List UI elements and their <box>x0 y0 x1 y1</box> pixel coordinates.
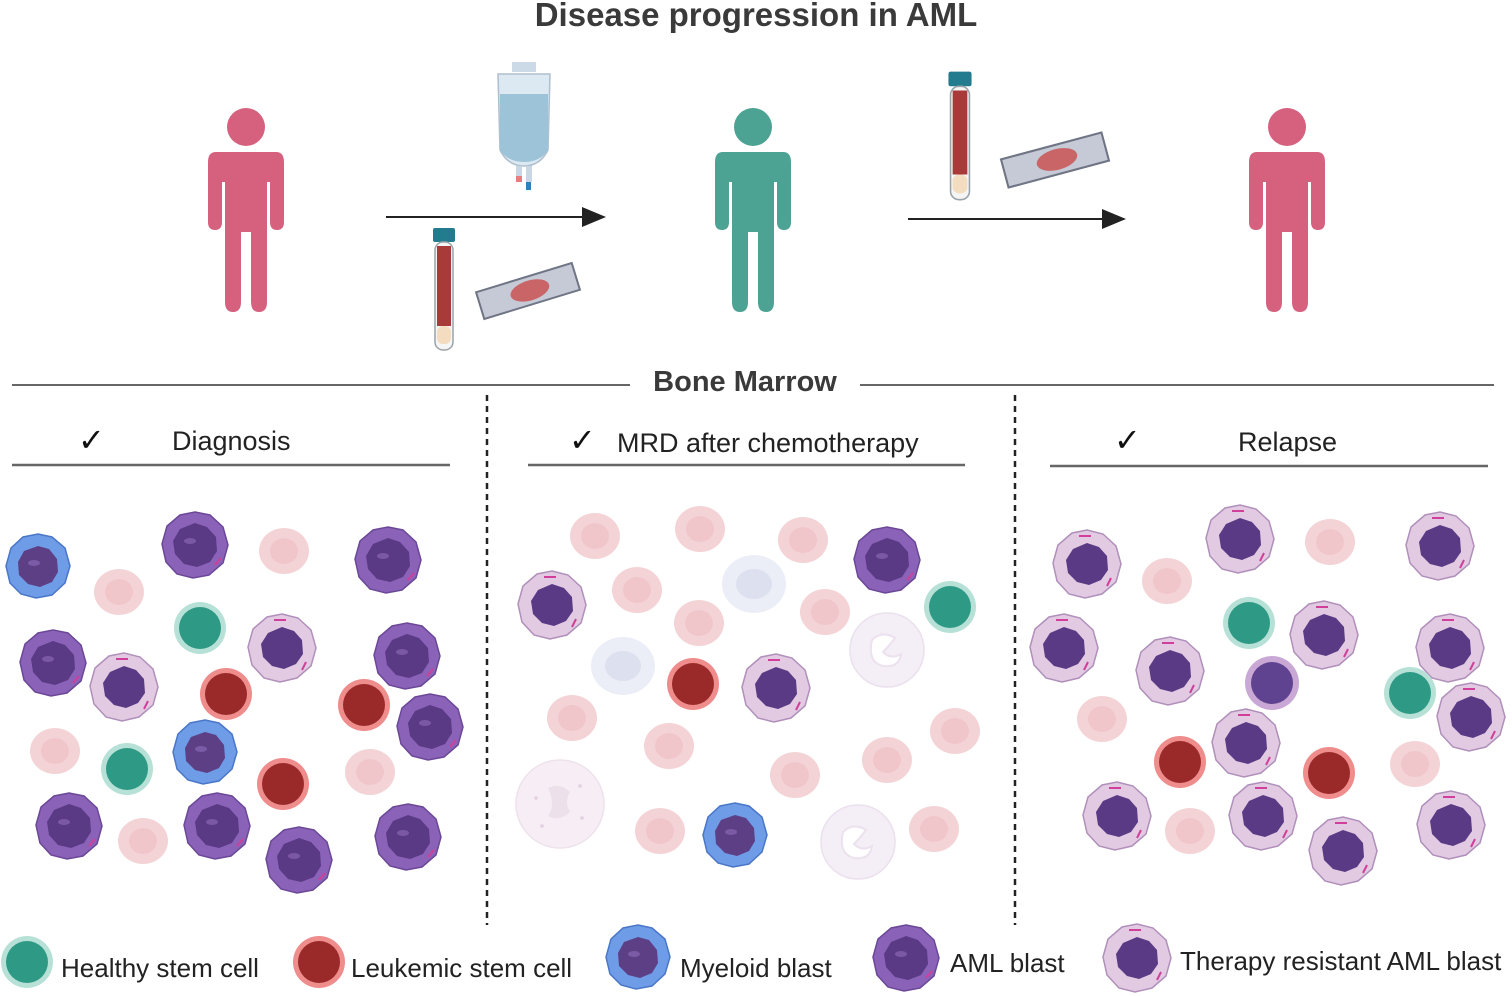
panel-title-diagnosis: Diagnosis <box>172 426 291 456</box>
relapse-check-icon: ✓ <box>1114 421 1141 459</box>
blood-tube-icon <box>947 70 973 201</box>
mrd-check-icon: ✓ <box>569 421 596 459</box>
blood-smear-slide-icon <box>999 131 1111 189</box>
healthy-stem-cell-icon <box>1 936 53 988</box>
diagnosis-cell-field <box>5 511 464 894</box>
iv-bag-icon <box>497 62 551 190</box>
blood-tube-icon <box>432 227 456 351</box>
patient-remission-figure <box>715 108 791 312</box>
figure-title: Disease progression in AML <box>534 0 978 33</box>
diagnosis-check-icon: ✓ <box>78 421 105 459</box>
panel-title-relapse: Relapse <box>1238 427 1338 457</box>
legend-label-leukemic-stem-cell: Leukemic stem cell <box>351 953 573 983</box>
panel-title-mrd: MRD after chemotherapy <box>617 428 919 458</box>
leukemic-stem-cell-icon <box>293 936 345 988</box>
legend-label-myeloid-blast: Myeloid blast <box>680 953 832 983</box>
blood-smear-slide-icon <box>475 261 581 321</box>
patient-relapse-figure <box>1249 108 1325 312</box>
legend-label-therapy-resistant-aml-blast: Therapy resistant AML blast <box>1180 946 1502 976</box>
myeloid-blast-icon <box>605 924 671 990</box>
patient-diagnosis-figure <box>208 108 284 312</box>
relapse-cell-field <box>1029 504 1506 886</box>
therapy-resistant-aml-blast-icon <box>1102 923 1172 993</box>
bone-marrow-heading: Bone Marrow <box>630 366 860 399</box>
legend-label-healthy-stem-cell: Healthy stem cell <box>61 953 259 983</box>
legend-label-aml-blast: AML blast <box>950 948 1065 978</box>
aml-blast-icon <box>872 924 940 992</box>
mrd-cell-field <box>515 506 980 880</box>
